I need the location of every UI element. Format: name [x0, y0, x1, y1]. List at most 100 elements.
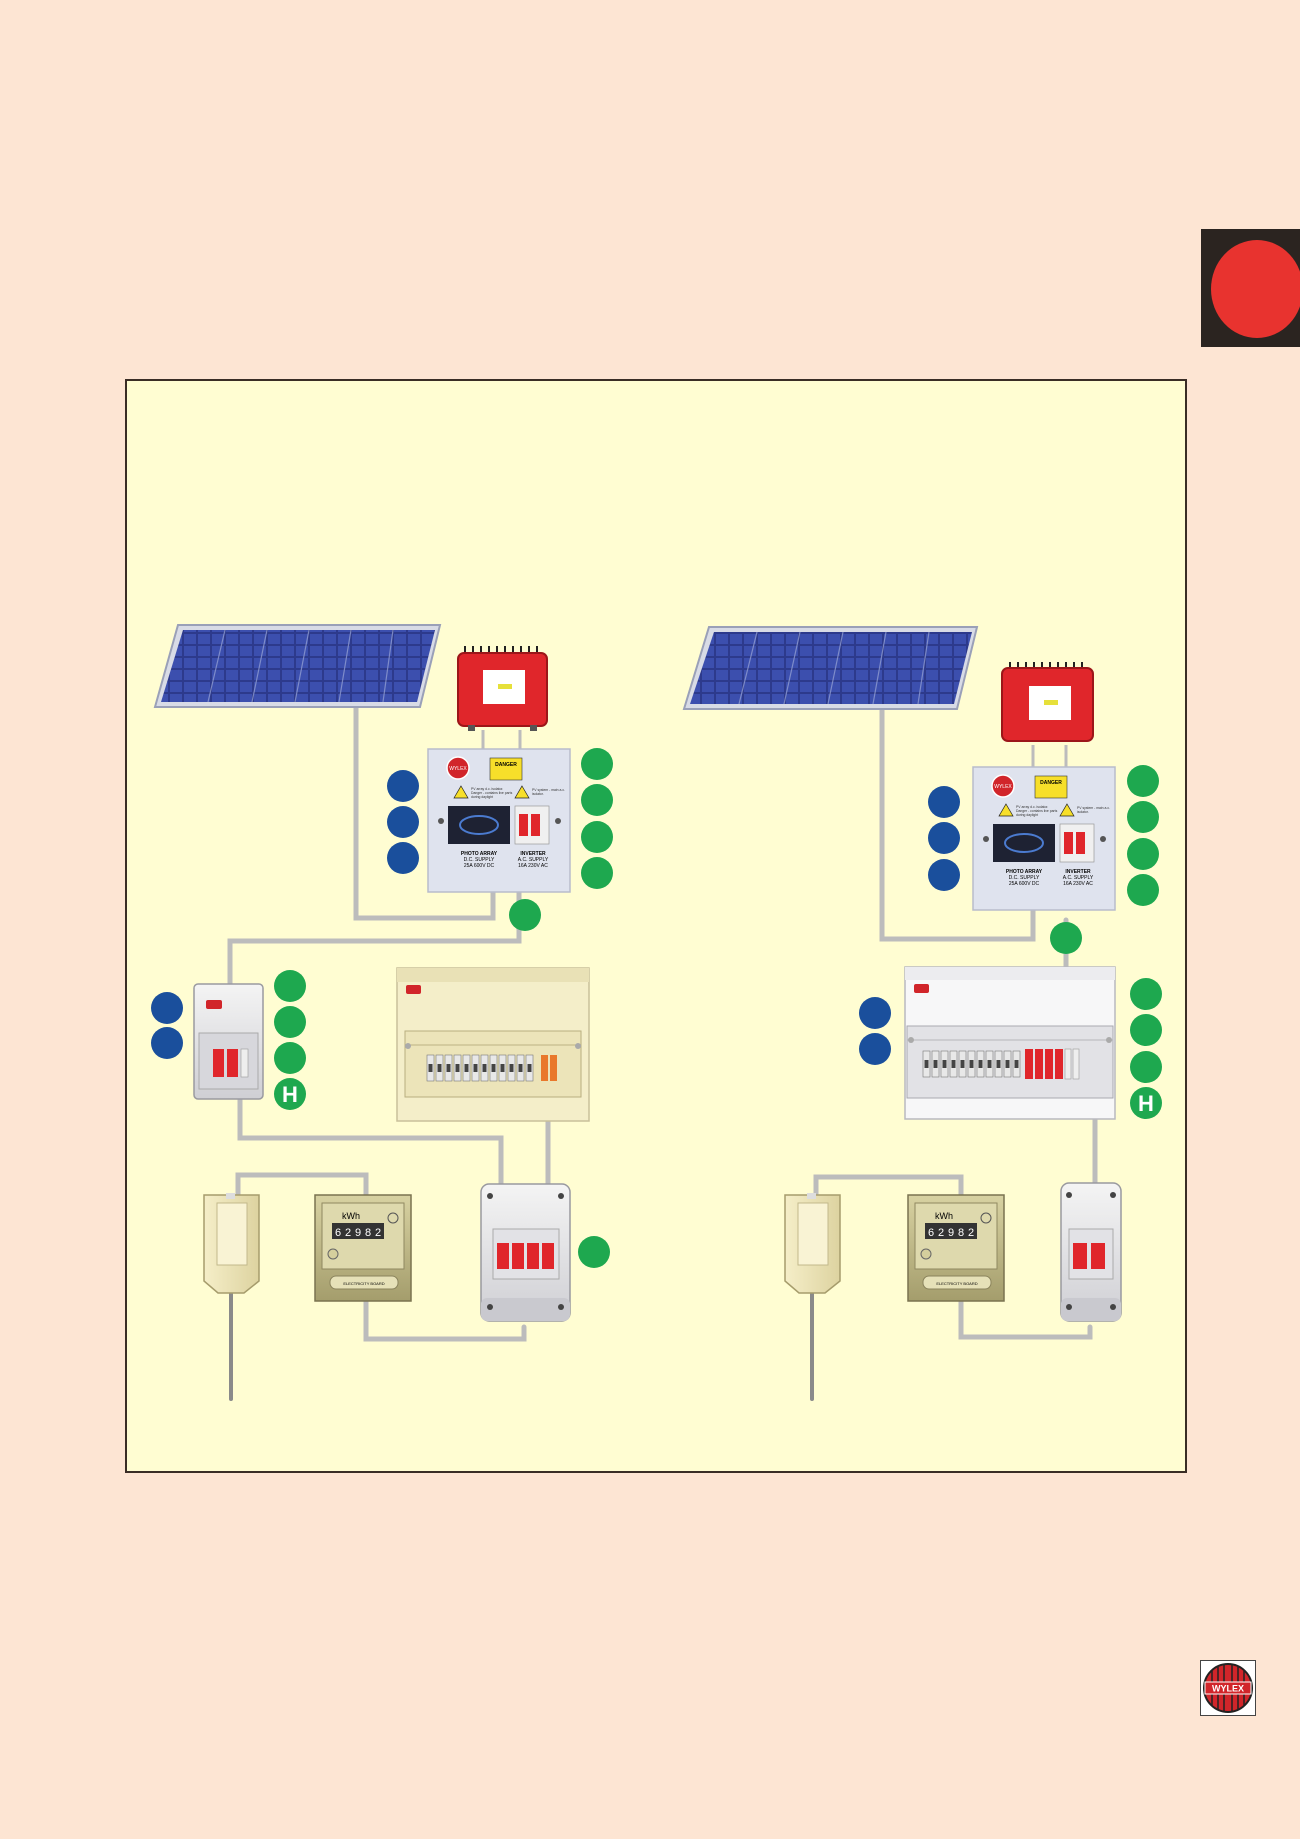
generation-isolator-left: [193, 983, 264, 1100]
isolator-note-left-1: PV array d.c. isolator.: [1016, 805, 1048, 809]
kwh-meter-right: kWh 6 2 9 8 2 ELECTRICITY BOARD: [907, 1194, 1005, 1302]
isolator-note-right-1: PV system - main a.c.: [1077, 806, 1110, 810]
main-switch-left: [480, 1183, 571, 1322]
system-left: WYLEX DANGER PV array d.c. isolator. Dan…: [151, 624, 613, 1401]
blue-marker: [928, 859, 960, 891]
meter-footer: ELECTRICITY BOARD: [343, 1281, 384, 1286]
isolator-label-right-2: A.C. SUPPLY: [1063, 875, 1094, 881]
blue-marker: [151, 1027, 183, 1059]
blue-marker: [387, 770, 419, 802]
blue-marker: [387, 806, 419, 838]
isolator-label-right-1: INVERTER: [1065, 869, 1091, 875]
cut-out-left: [203, 1193, 260, 1294]
isolator-note-left-2: Danger - contains live parts: [1016, 809, 1058, 813]
dc-ac-isolator-right: WYLEX DANGER PV array d.c. isolator. Dan…: [972, 766, 1116, 911]
green-marker: [1130, 1051, 1162, 1083]
blue-marker: [928, 786, 960, 818]
green-marker: [581, 748, 613, 780]
meter-register: 6 2 9 8 2: [925, 1223, 977, 1239]
meter-digit: 2: [968, 1227, 974, 1239]
main-switch-right: [1060, 1182, 1122, 1322]
warning-icon: [514, 785, 530, 799]
solar-panel-left: [153, 624, 442, 708]
wylex-logo-icon: WYLEX: [1203, 1663, 1253, 1713]
inverter-left: [457, 646, 548, 731]
brand-badge-label: WYLEX: [994, 784, 1012, 790]
green-marker: [509, 899, 541, 931]
blue-marker: [859, 1033, 891, 1065]
kwh-meter-left: kWh 6 2 9 8 2 ELECTRICITY BOARD: [314, 1194, 412, 1302]
solar-panel-right: [682, 626, 979, 710]
isolator-note-left-3: during daylight: [1016, 813, 1038, 817]
danger-label: DANGER: [1040, 780, 1062, 786]
section-tab: [1201, 229, 1300, 347]
markers-right: H: [859, 765, 1162, 1119]
green-marker: [274, 1006, 306, 1038]
warning-icon: [453, 785, 469, 799]
green-marker: [578, 1236, 610, 1268]
meter-digit: 2: [345, 1227, 351, 1239]
isolator-label-left-3: 25A 600V DC: [1009, 881, 1040, 887]
isolator-label-left-1: PHOTO ARRAY: [461, 851, 498, 857]
meter-footer: ELECTRICITY BOARD: [936, 1281, 977, 1286]
green-marker: [1127, 801, 1159, 833]
danger-label: DANGER: [495, 762, 517, 768]
green-marker: [1130, 978, 1162, 1010]
green-marker: [1050, 922, 1082, 954]
isolator-label-left-2: D.C. SUPPLY: [464, 857, 495, 863]
warning-icon: [998, 803, 1014, 817]
isolator-label-left-1: PHOTO ARRAY: [1006, 869, 1043, 875]
consumer-unit-left: [396, 967, 590, 1122]
badge-H-label: H: [1138, 1091, 1154, 1116]
badge-H-label: H: [282, 1082, 298, 1107]
breaker-row-right: [922, 1048, 1080, 1080]
green-badge-H: [1130, 1087, 1162, 1119]
brand-badge-icon: [446, 756, 470, 780]
meter-register: 6 2 9 8 2: [332, 1223, 384, 1239]
green-marker: [274, 1042, 306, 1074]
meter-digit: 6: [928, 1227, 934, 1239]
isolator-note-right-1: PV system - main a.c.: [532, 788, 565, 792]
green-marker: [581, 857, 613, 889]
isolator-label-left-3: 25A 600V DC: [464, 863, 495, 869]
system-right: WYLEX DANGER PV array d.c. isolator. Dan…: [682, 626, 1162, 1401]
consumer-unit-right: [904, 966, 1116, 1120]
meter-digit: 9: [355, 1227, 361, 1239]
isolator-label-right-3: 16A 230V AC: [518, 863, 548, 869]
isolator-label-right-2: A.C. SUPPLY: [518, 857, 549, 863]
blue-marker: [859, 997, 891, 1029]
markers-left: H: [151, 748, 613, 1268]
meter-digit: 2: [938, 1227, 944, 1239]
wylex-logo: WYLEX: [1200, 1660, 1256, 1716]
isolator-note-right-2: isolator.: [532, 792, 544, 796]
isolator-label-right-1: INVERTER: [520, 851, 546, 857]
meter-digit: 9: [948, 1227, 954, 1239]
meter-digit: 8: [958, 1227, 964, 1239]
blue-marker: [928, 822, 960, 854]
diagram-panel: WYLEX DANGER PV array d.c. isolator. Dan…: [125, 379, 1187, 1473]
green-badge-H: [274, 1078, 306, 1110]
isolator-note-left-2: Danger - contains live parts: [471, 791, 513, 795]
inverter-right: [1001, 662, 1094, 742]
meter-digit: 6: [335, 1227, 341, 1239]
isolator-note-left-3: during daylight: [471, 795, 493, 799]
green-marker: [581, 784, 613, 816]
isolator-label-right-3: 16A 230V AC: [1063, 881, 1093, 887]
isolator-label-left-2: D.C. SUPPLY: [1009, 875, 1040, 881]
brand-badge-icon: [991, 774, 1015, 798]
breaker-row-left: [426, 1054, 557, 1082]
green-marker: [1127, 838, 1159, 870]
isolator-note-left-1: PV array d.c. isolator.: [471, 787, 503, 791]
green-marker: [274, 970, 306, 1002]
blue-marker: [151, 992, 183, 1024]
green-marker: [1130, 1014, 1162, 1046]
warning-icon: [1059, 803, 1075, 817]
meter-unit: kWh: [342, 1211, 360, 1221]
brand-badge-label: WYLEX: [449, 766, 467, 772]
green-marker: [1127, 765, 1159, 797]
blue-marker: [387, 842, 419, 874]
pv-installation-diagram: WYLEX DANGER PV array d.c. isolator. Dan…: [151, 624, 1162, 1401]
green-marker: [1127, 874, 1159, 906]
meter-digit: 8: [365, 1227, 371, 1239]
logo-text: WYLEX: [1212, 1684, 1244, 1694]
